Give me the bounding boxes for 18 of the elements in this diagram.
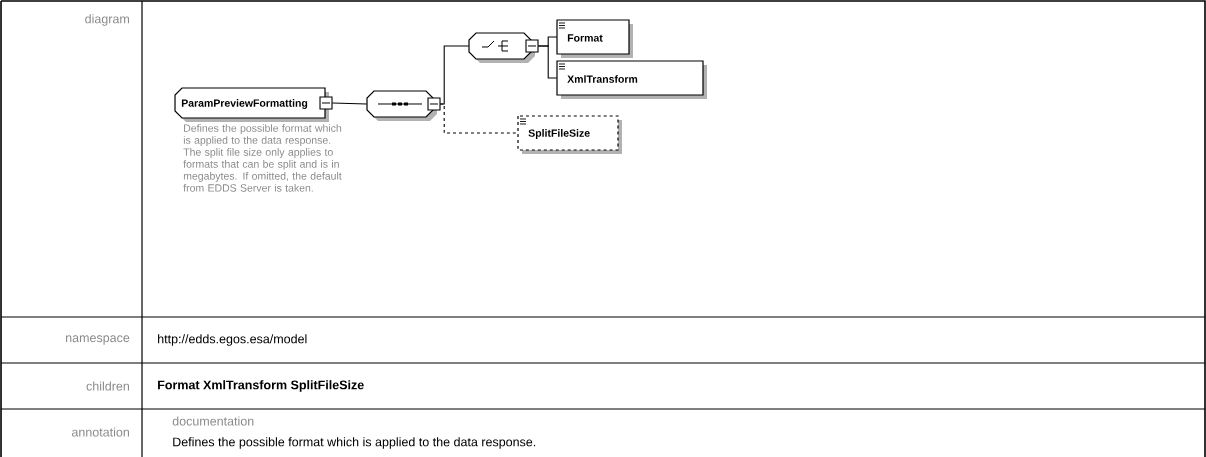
connector <box>537 45 558 79</box>
cell-text: http://edds.egos.esa/model <box>158 334 307 346</box>
optional-element-box: SplitFileSize <box>517 115 622 154</box>
connector <box>439 103 519 134</box>
element-box: Format <box>556 19 633 58</box>
choice-compositor <box>468 32 539 63</box>
cell-text: Defines the possible format which is applied to the data response. <box>173 437 536 449</box>
element-box: XmlTransform <box>556 60 707 99</box>
description-text: Defines the possible format which is applied to the data response. The split file size only applies to formats that can be split and is in megabytes. If omitted, the default from EDDS Server is taken. <box>183 124 342 192</box>
row-header: namespace <box>66 335 130 345</box>
cell-text: Format XmlTransform SplitFileSize <box>158 380 364 392</box>
element-box: ParamPreviewFormatting <box>174 87 333 122</box>
row-header: children <box>86 381 129 391</box>
section-label: documentation <box>172 416 254 426</box>
connector <box>331 102 368 105</box>
row-header: diagram <box>85 14 129 26</box>
sequence-compositor <box>366 90 441 121</box>
row-header: annotation <box>71 427 129 437</box>
